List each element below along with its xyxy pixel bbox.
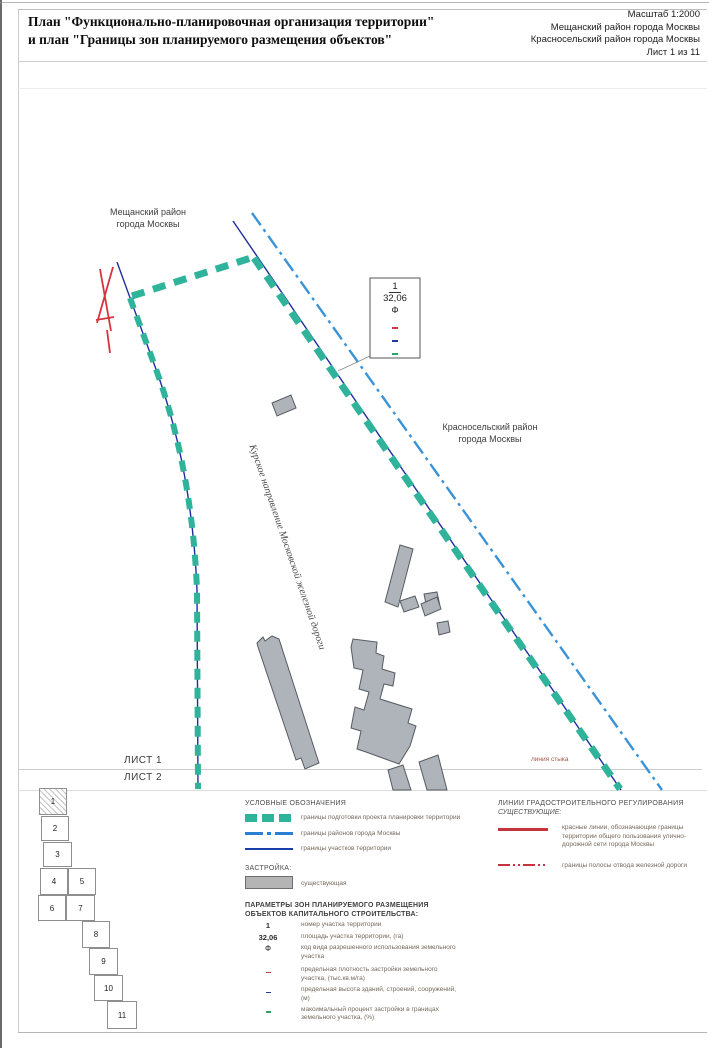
district-boundary-line [251,212,663,791]
building [418,754,448,791]
sheet-tile-6: 6 [38,895,66,921]
planning-boundary-top [130,253,256,300]
building [420,596,442,617]
parcel-box-leader-line [337,355,371,372]
district-label-krasnoselsky: Красносельский район города Москвы [442,422,538,444]
sheet-tile-10: 10 [94,975,123,1001]
built-section-title: ЗАСТРОЙКА: [245,864,292,872]
percent-dash-icon [392,353,398,355]
scan-edge-left [0,0,2,1048]
page-frame-left [18,9,19,1032]
header-info: Масштаб 1:2000 Мещанский район города Мо… [531,9,700,59]
red-solid-line-icon [498,828,548,831]
parcel-info: 1 32,06 Ф [370,278,420,358]
page-title-line1: План "Функционально-планировочная органи… [28,14,435,29]
parcel-boundary-line-left [116,261,199,790]
parcel-number: 1 [389,282,401,293]
map-border-bottom [18,790,707,791]
map-border-top [18,88,707,89]
navy-solid-line-icon [245,848,293,850]
buildings-existing [256,394,451,791]
legend-title: УСЛОВНЫЕ ОБОЗНАЧЕНИЯ [245,800,347,807]
density-dash-icon [392,327,398,329]
param-row-height: предельная высота зданий, строений, соор… [245,986,483,1003]
legend-regulation-lines: ЛИНИИ ГРАДОСТРОИТЕЛЬНОГО РЕГУЛИРОВАНИЯ С… [498,800,706,870]
legend-item-railway-strip: границы полосы отвода железной дороги [498,859,706,871]
red-dash-icon [265,971,271,973]
page-title: План "Функционально-планировочная органи… [28,13,434,49]
railway-label: Курское направление Московской железной … [246,443,328,652]
building [423,591,441,610]
red-lines-mark [95,266,115,354]
sheet-tile-9: 9 [89,948,118,975]
param-row-percent: максимальный процент застройки в граница… [245,1006,483,1023]
building [436,620,451,636]
blue-dash-dot-line-icon [245,830,293,838]
parcel-boundary-line-right [232,220,622,791]
building [271,394,297,417]
red-double-dash-line-icon [498,859,548,866]
sheet-tile-7: 7 [66,895,95,921]
param-row-density: предельная плотность застройки земельног… [245,966,483,983]
height-dash-icon [392,340,398,342]
legend-item-red-lines: красные линии, обозначающие границы терр… [498,824,706,850]
sheet-tile-2: 2 [41,816,69,841]
district-name-2: Красносельский район города Москвы [530,34,700,45]
sheet-tile-1: 1 [39,788,67,815]
legend-item-district-boundary: границы районов города Москвы [245,830,483,839]
sheet-tile-5: 5 [68,868,96,895]
page-border-bottom [18,1032,707,1033]
green-dash-icon [265,1011,271,1013]
sheet-number: Лист 1 из 11 [646,46,700,58]
sheet-2-label: ЛИСТ 2 [124,772,163,783]
legend-symbols: УСЛОВНЫЕ ОБОЗНАЧЕНИЯ границы подготовки … [245,800,483,1023]
scan-edge-top [0,2,709,3]
planning-boundary-left [127,296,201,790]
planning-boundary-right [251,256,623,791]
navy-dash-icon [265,991,271,993]
sheet-tile-11: 11 [107,1001,137,1029]
district-name-1: Мещанский район города Москвы [550,21,700,33]
building [256,635,320,770]
gray-fill-icon [245,875,293,889]
header-border-bottom [18,61,707,62]
param-row-use-code: Ф код вида разрешенного использования зе… [264,944,456,960]
building [350,638,417,765]
legend-item-parcel-boundary: границы участков территории [245,845,483,854]
legend-item-built-existing: существующая [245,875,483,889]
building [384,544,414,608]
sheet-tile-3: 3 [43,842,72,867]
sheet-joint-line [18,769,702,770]
parcel-area: 32,06 [383,293,407,304]
district-label-meshchansky: Мещанский район города Москвы [110,207,186,229]
sheet-tile-4: 4 [40,868,68,895]
parcel-use-code: Ф [391,305,399,316]
building [399,595,420,613]
header-border-top [18,9,707,10]
page-title-line2: и план "Границы зон планируемого размеще… [28,32,393,47]
joint-line-label: линия стыка [531,756,569,763]
legend-item-planning-boundary: границы подготовки проекта планировки те… [245,814,483,823]
map-scale: Масштаб 1:2000 [627,9,700,20]
regulation-title: ЛИНИИ ГРАДОСТРОИТЕЛЬНОГО РЕГУЛИРОВАНИЯ [498,800,684,807]
sheet-1-label: ЛИСТ 1 [124,755,163,766]
param-row-number: 1 номер участка территории [265,921,382,930]
teal-dashed-line-icon [245,814,291,822]
params-title: ПАРАМЕТРЫ ЗОН ПЛАНИРУЕМОГО РАЗМЕЩЕНИЯ ОБ… [245,901,429,918]
regulation-subtitle: СУЩЕСТВУЮЩИЕ: [498,809,562,816]
sheet-tile-8: 8 [82,921,110,948]
param-row-area: 32,06 площадь участка территории, (га) [258,932,404,942]
